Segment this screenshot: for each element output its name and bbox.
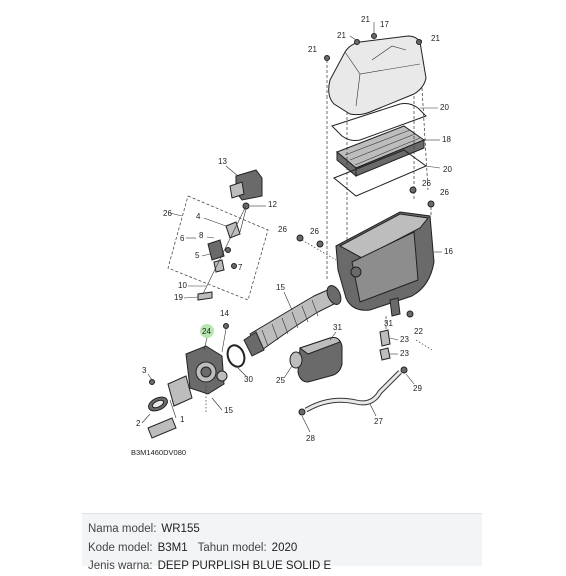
- callout-15: 14: [220, 309, 229, 318]
- callout-11: 10: [178, 281, 187, 290]
- screw-21: [324, 22, 423, 96]
- callout-26: 26: [278, 225, 287, 234]
- callout-3: 3: [142, 366, 147, 375]
- callout-1: 1: [180, 415, 185, 424]
- callout-2: 2: [136, 419, 141, 428]
- callout-21: 21: [431, 34, 440, 43]
- callout-7: 5: [195, 251, 200, 260]
- clamp-30: [226, 344, 246, 368]
- throttle-body: [167, 345, 228, 407]
- callout-28: 28: [306, 434, 315, 443]
- gasket-20-upper: [331, 103, 427, 141]
- callout-29: 29: [413, 384, 422, 393]
- drain-hose-27: [298, 366, 408, 416]
- callout-15: 15: [224, 406, 233, 415]
- callout-31: 31: [384, 319, 393, 328]
- model-code-row: Kode model: B3M1 Tahun model: 2020: [88, 539, 482, 558]
- callout-16: 16: [444, 247, 453, 256]
- callout-20: 20: [440, 103, 449, 112]
- callout-23: 23: [400, 349, 409, 358]
- callout-6: 8: [199, 231, 204, 240]
- intake-box-24: [297, 337, 343, 383]
- callout-10: 19: [174, 293, 183, 302]
- sensor-parts: [199, 202, 250, 301]
- air-filter-element: [336, 125, 426, 178]
- callout-4: 26: [163, 209, 172, 218]
- callout-9: 7: [238, 263, 243, 272]
- color-type-row: Jenis warna: DEEP PURPLISH BLUE SOLID E: [88, 557, 482, 576]
- callout-20: 20: [443, 165, 452, 174]
- color-type-label: Jenis warna:: [88, 560, 153, 572]
- callout-26: 26: [422, 179, 431, 188]
- callout-31: 22: [414, 327, 423, 336]
- bolt-26: [296, 186, 435, 261]
- callout-26: 26: [440, 188, 449, 197]
- highlight-14: [200, 324, 214, 338]
- callout-8: 4: [196, 212, 201, 221]
- model-year-label: Tahun model:: [197, 541, 267, 554]
- callout-17: 17: [380, 20, 389, 29]
- callout-21: 21: [337, 31, 346, 40]
- callout-14: 24: [202, 327, 211, 336]
- model-name-label: Nama model:: [88, 523, 157, 535]
- bracket-13: [229, 169, 263, 201]
- model-name-value: WR155: [161, 523, 200, 535]
- joint-parts-1-2-3: [147, 379, 177, 439]
- assembly-box-4: [167, 195, 269, 301]
- model-code-value: B3M1: [157, 541, 188, 554]
- drain-parts: [379, 297, 414, 361]
- callout-18: 18: [442, 135, 451, 144]
- model-year-value: 2020: [271, 541, 298, 554]
- model-code-label: Kode model:: [88, 541, 153, 554]
- callout-24: 31: [333, 323, 342, 332]
- parts-diagram: 21 17 21 21 21 20 18 20 13 26: [131, 15, 453, 457]
- callout-21: 21: [361, 15, 370, 24]
- callout-21: 21: [308, 45, 317, 54]
- callout-30: 30: [244, 375, 253, 384]
- callout-19: 15: [276, 283, 285, 292]
- air-box-cover: [328, 35, 427, 116]
- elbow-25: [289, 351, 303, 369]
- color-type-value: DEEP PURPLISH BLUE SOLID E: [157, 560, 332, 572]
- diagram-code: B3M1460DV080: [131, 448, 186, 457]
- air-box-body: [335, 211, 435, 311]
- callout-12: 12: [268, 200, 277, 209]
- model-info-panel: Nama model: WR155 Kode model: B3M1 Tahun mo…: [82, 513, 482, 572]
- intake-duct: [243, 285, 342, 357]
- callout-27: 27: [374, 417, 383, 426]
- callout-26: 26: [310, 227, 319, 236]
- callout-22: 23: [400, 335, 409, 344]
- callout-25: 25: [276, 376, 285, 385]
- callout-5: 6: [180, 234, 185, 243]
- callout-13: 13: [218, 157, 227, 166]
- model-name-row: Nama model: WR155: [88, 520, 482, 539]
